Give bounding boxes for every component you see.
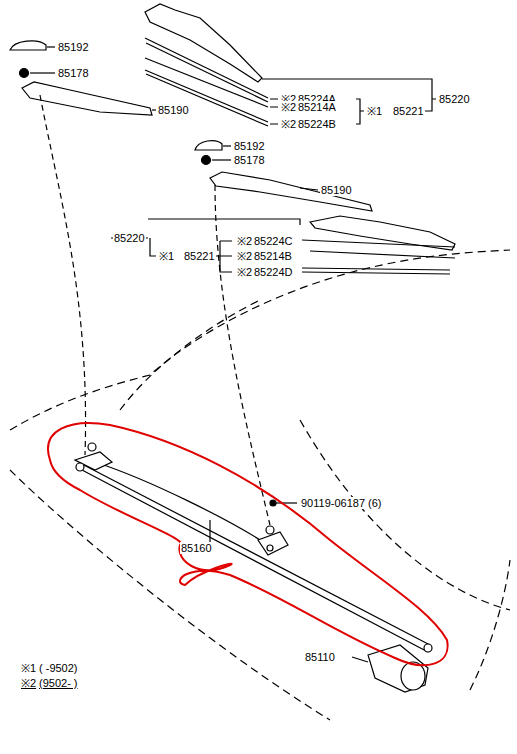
footnote-range: (9502- ) bbox=[38, 677, 79, 689]
callout-number: 85190 bbox=[320, 184, 353, 196]
callout-number: 85178 bbox=[233, 154, 266, 166]
callout-number: 85221 bbox=[392, 105, 425, 117]
callout-number: 85214A bbox=[297, 101, 337, 113]
callout-number: 85160 bbox=[180, 542, 213, 554]
footnote-range: ( -9502) bbox=[38, 662, 79, 674]
windshield-outline bbox=[10, 300, 510, 720]
cap bbox=[195, 141, 222, 150]
wiper-arm bbox=[210, 172, 372, 211]
nut bbox=[202, 156, 211, 165]
footnote-mark: ※1 bbox=[366, 105, 383, 117]
pivot-bracket bbox=[258, 532, 288, 555]
callout-number: 85221 bbox=[183, 250, 216, 262]
footnote-mark: ※2 bbox=[20, 677, 37, 689]
footnote-mark: ※2 bbox=[236, 250, 253, 262]
footnote-mark: ※2 bbox=[280, 101, 297, 113]
callout-number: 85190 bbox=[157, 104, 190, 116]
callout-number: 85110 bbox=[304, 651, 336, 663]
wiper-arm bbox=[22, 82, 152, 115]
footnote-mark: ※2 bbox=[236, 235, 253, 247]
nut bbox=[20, 69, 29, 78]
callout-number: 85178 bbox=[57, 67, 90, 79]
callout-number: 85220 bbox=[113, 232, 146, 244]
windshield-outline bbox=[470, 560, 510, 690]
cap bbox=[10, 41, 46, 50]
footnote-mark: ※2 bbox=[280, 118, 297, 130]
wiper-motor bbox=[368, 645, 428, 692]
pivot-bracket bbox=[75, 452, 112, 470]
callout-number: 85192 bbox=[57, 41, 90, 53]
highlight-outline bbox=[48, 423, 448, 665]
wiper-blade bbox=[310, 216, 455, 250]
footnote-mark: ※1 bbox=[20, 662, 37, 674]
callout-number: 85224C bbox=[253, 235, 294, 247]
footnote-mark: ※1 bbox=[158, 250, 175, 262]
callout-number: 85220 bbox=[438, 93, 471, 105]
callout-number: 90119-06187 (6) bbox=[300, 497, 383, 509]
footnote-mark: ※2 bbox=[236, 266, 253, 278]
callout-number: 85192 bbox=[233, 140, 266, 152]
callout-number: 85224B bbox=[297, 118, 337, 130]
callout-number: 85224D bbox=[253, 266, 294, 278]
callout-number: 85214B bbox=[253, 250, 293, 262]
wiper-link bbox=[80, 462, 430, 652]
